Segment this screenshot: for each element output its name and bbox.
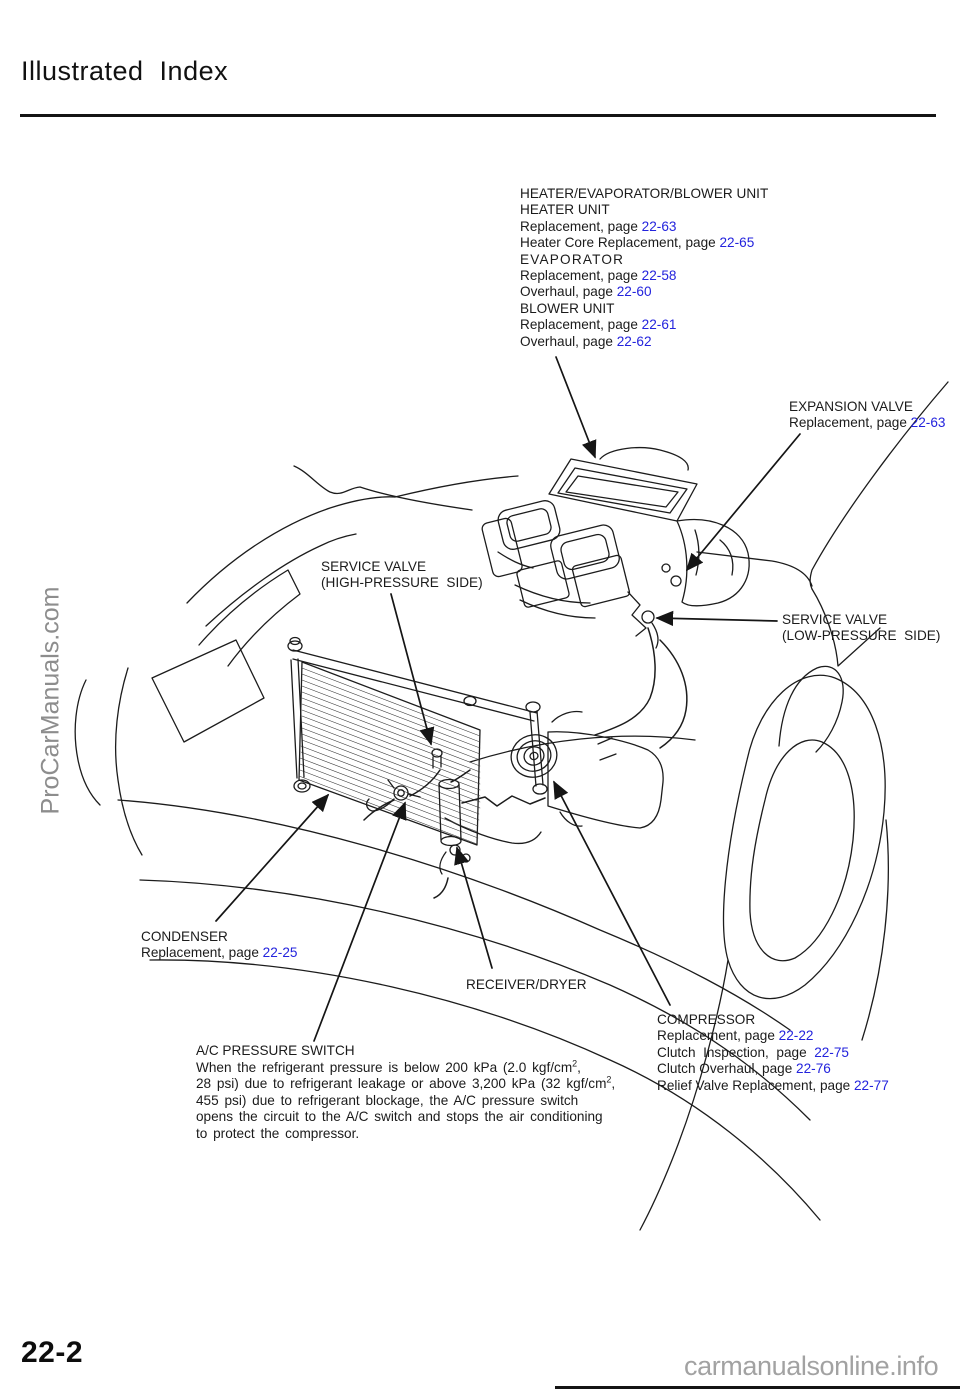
page-link[interactable]: 22-63 — [641, 218, 677, 234]
label-line: BLOWER UNIT — [520, 301, 768, 317]
label-line: Relief Valve Replacement, page 22-77 — [657, 1078, 889, 1094]
label-text: Overhaul, page — [520, 333, 617, 349]
leader-condenser — [215, 793, 330, 922]
page-link[interactable]: 22-22 — [778, 1028, 814, 1044]
leader-service-valve-high — [390, 593, 435, 746]
ac-pressure-switch-part — [393, 785, 409, 801]
leader-heater-unit — [555, 356, 597, 459]
footer-rule — [555, 1386, 960, 1389]
label-text: Clutch Inspection, page — [657, 1044, 815, 1060]
page-link[interactable]: 22-60 — [616, 284, 652, 300]
label-line: A/C PRESSURE SWITCH — [196, 1043, 355, 1058]
label-text: EVAPORATOR — [520, 251, 625, 267]
label-line: Clutch Overhaul, page 22-76 — [657, 1061, 889, 1077]
page-link[interactable]: 22-65 — [719, 235, 755, 251]
label-text: BLOWER UNIT — [520, 300, 615, 316]
label-text: CONDENSER — [141, 929, 228, 944]
hvac-unit-drawing — [481, 447, 750, 649]
label-line: Clutch Inspection, page 22-75 — [657, 1045, 889, 1061]
page-link[interactable]: 22-77 — [853, 1077, 889, 1093]
page-link[interactable]: 22-58 — [641, 268, 677, 284]
label-line: (LOW-PRESSURE SIDE) — [782, 628, 940, 644]
paragraph-line: When the refrigerant pressure is below 2… — [196, 1058, 581, 1075]
label-text: Replacement, page — [520, 268, 642, 284]
label-line: RECEIVER/DRYER — [466, 977, 587, 993]
label-line: Replacement, page 22-22 — [657, 1028, 889, 1044]
label-text: RECEIVER/DRYER — [466, 977, 587, 992]
page-link[interactable]: 22-63 — [910, 415, 946, 431]
label-text: Relief Valve Replacement, page — [657, 1077, 854, 1093]
label-service-valve-low: SERVICE VALVE(LOW-PRESSURE SIDE) — [782, 612, 940, 645]
label-receiver-dryer: RECEIVER/DRYER — [466, 977, 587, 993]
label-text: Replacement, page — [657, 1028, 779, 1044]
leader-ac-pressure-switch — [313, 801, 407, 1042]
label-text: Replacement, page — [520, 317, 642, 333]
bottom-watermark: carmanualsonline.info — [684, 1351, 939, 1381]
label-service-valve-high: SERVICE VALVE(HIGH-PRESSURE SIDE) — [321, 559, 483, 592]
refrigerant-lines-drawing — [363, 627, 688, 899]
leader-service-valve-low — [655, 610, 778, 627]
leader-compressor — [553, 780, 671, 1006]
label-text: Heater Core Replacement, page — [520, 235, 720, 251]
label-text: SERVICE VALVE — [321, 559, 427, 574]
leader-receiver-dryer — [454, 846, 493, 969]
label-text: HEATER UNIT — [520, 202, 610, 218]
receiver-dryer-drawing — [365, 748, 471, 875]
leader-lines — [215, 356, 801, 1042]
label-text: HEATER/EVAPORATOR/BLOWER UNIT — [520, 186, 769, 201]
paragraph-line: to protect the compressor. — [196, 1125, 360, 1141]
paragraph-line: 28 psi) due to refrigerant leakage or ab… — [196, 1074, 616, 1092]
label-line: (HIGH-PRESSURE SIDE) — [321, 575, 483, 591]
label-line: SERVICE VALVE — [782, 612, 940, 628]
label-line: EXPANSION VALVE — [789, 399, 945, 415]
page-link[interactable]: 22-75 — [814, 1044, 849, 1060]
service-valve-high-part — [431, 748, 443, 758]
label-line: HEATER/EVAPORATOR/BLOWER UNIT — [520, 186, 768, 202]
label-line: CONDENSER — [141, 929, 297, 945]
side-watermark: ProCarManuals.com — [36, 586, 65, 815]
page-link[interactable]: 22-76 — [796, 1061, 831, 1077]
label-text: Replacement, page — [141, 945, 263, 961]
label-line: HEATER UNIT — [520, 202, 768, 218]
label-text: (LOW-PRESSURE SIDE) — [782, 628, 941, 644]
page-number: 22-2 — [21, 1336, 84, 1369]
page-title: Illustrated Index — [21, 56, 229, 86]
page-link[interactable]: 22-25 — [262, 945, 298, 961]
label-line: SERVICE VALVE — [321, 559, 483, 575]
paragraph-line: 455 psi) due to refrigerant blockage, th… — [196, 1092, 579, 1108]
label-line: Replacement, page 22-61 — [520, 317, 768, 333]
header-rule — [20, 114, 936, 117]
condenser-drawing — [287, 636, 548, 846]
paragraph-line: opens the circuit to the A/C switch and … — [196, 1109, 603, 1125]
label-line: Overhaul, page 22-60 — [520, 284, 768, 300]
car-body-outline — [74, 381, 949, 1231]
label-line: EVAPORATOR — [520, 252, 768, 268]
compressor-drawing — [510, 710, 664, 829]
label-text: (HIGH-PRESSURE SIDE) — [321, 575, 483, 591]
label-line: Heater Core Replacement, page 22-65 — [520, 235, 768, 251]
page-link[interactable]: 22-61 — [641, 317, 677, 333]
label-line: Replacement, page 22-25 — [141, 945, 297, 961]
label-ac-pressure-switch-title: A/C PRESSURE SWITCH — [196, 1043, 355, 1059]
label-line: Overhaul, page 22-62 — [520, 334, 768, 350]
leader-expansion-valve — [685, 433, 801, 572]
label-text: Clutch Overhaul, page — [657, 1061, 797, 1077]
label-line: Replacement, page 22-63 — [520, 219, 768, 235]
label-line: COMPRESSOR — [657, 1012, 889, 1028]
label-text: SERVICE VALVE — [782, 612, 888, 627]
ac-pressure-switch-description: When the refrigerant pressure is below 2… — [196, 1058, 616, 1142]
label-line: Replacement, page 22-58 — [520, 268, 768, 284]
label-line: Replacement, page 22-63 — [789, 415, 945, 431]
label-text: EXPANSION VALVE — [789, 399, 913, 414]
page-link[interactable]: 22-62 — [616, 333, 652, 349]
label-text: Overhaul, page — [520, 284, 617, 300]
label-text: Replacement, page — [789, 415, 911, 431]
label-text: Replacement, page — [520, 218, 642, 234]
label-text: COMPRESSOR — [657, 1012, 756, 1027]
